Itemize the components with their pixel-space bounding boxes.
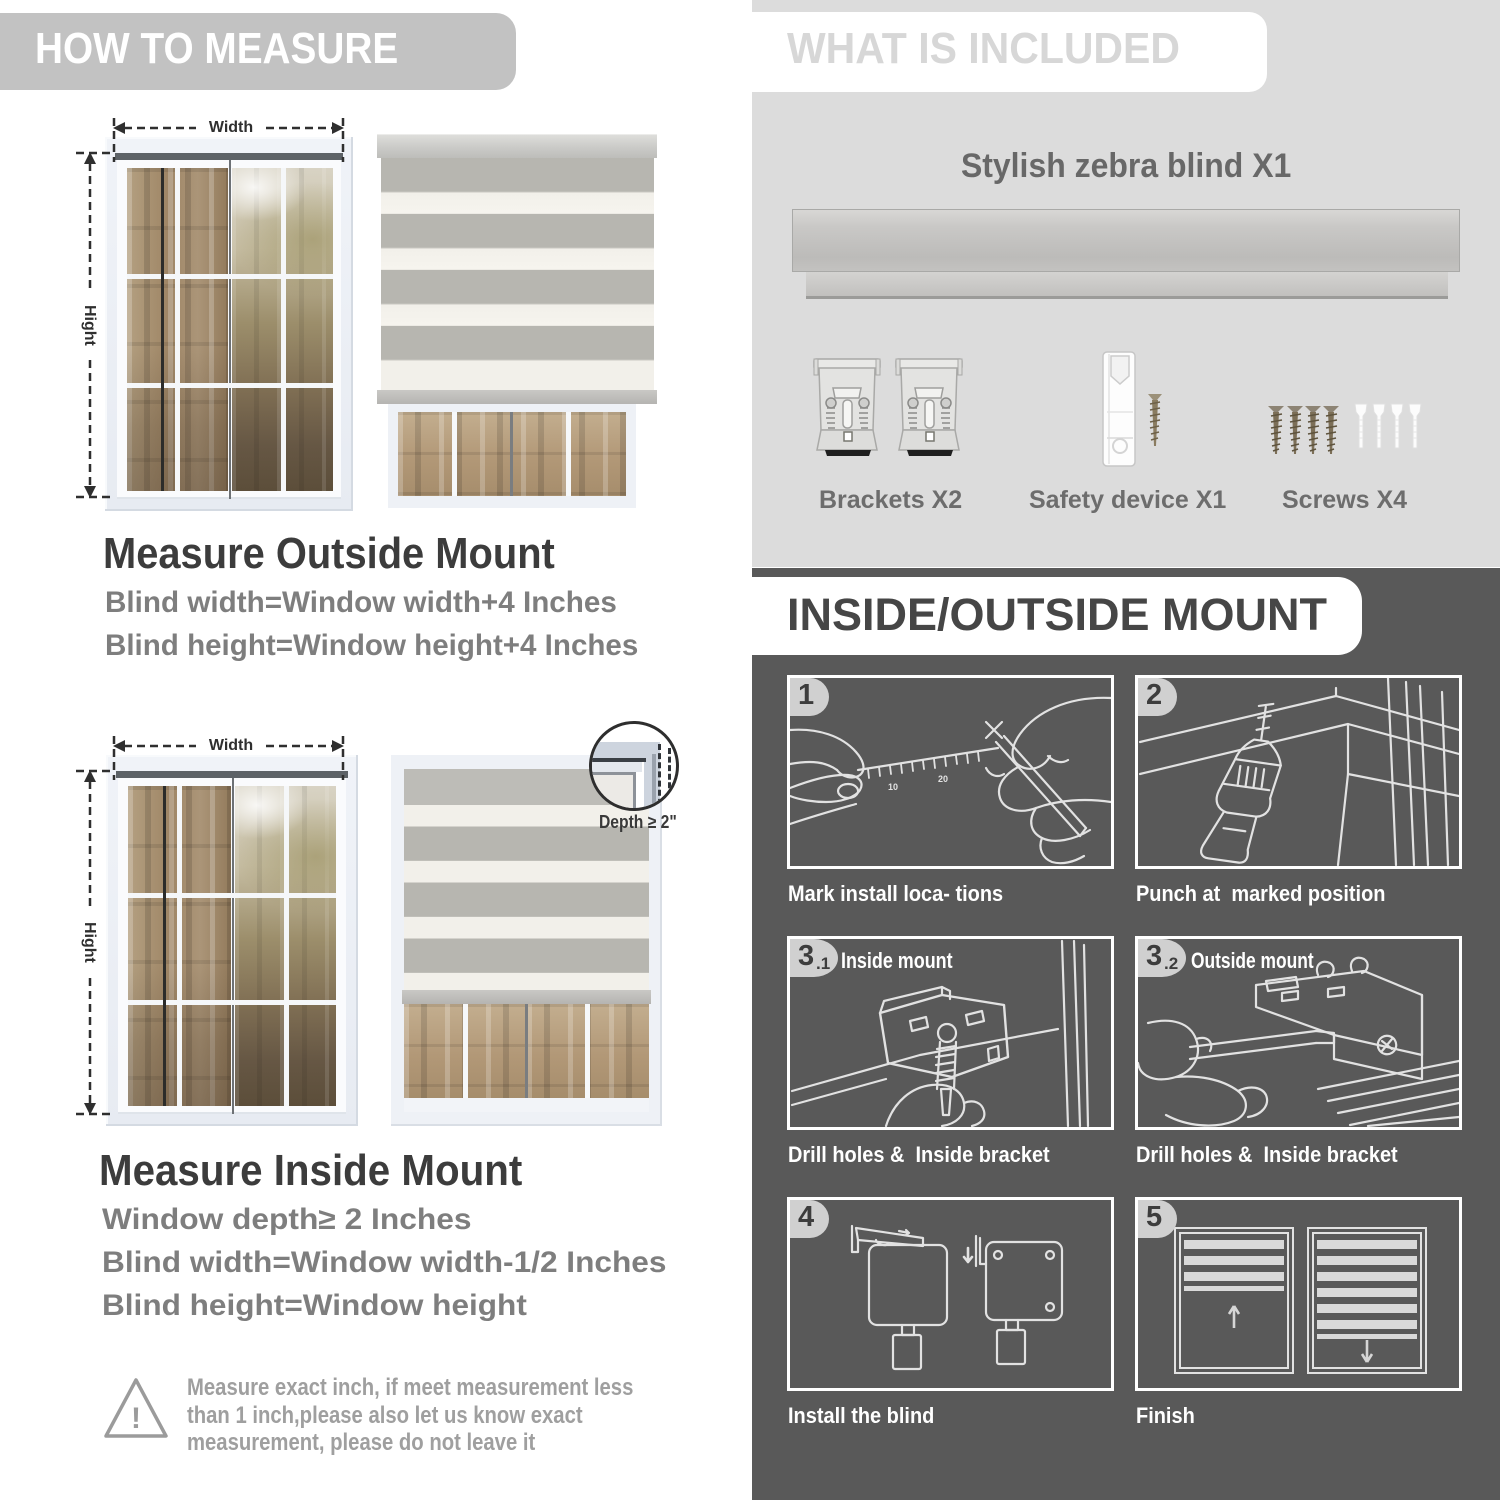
svg-text:!: !	[131, 1402, 141, 1435]
svg-text:Hight: Hight	[81, 922, 98, 964]
svg-text:Width: Width	[209, 737, 253, 754]
svg-text:10: 10	[888, 782, 898, 792]
svg-text:Width: Width	[209, 119, 253, 136]
svg-text:Hight: Hight	[81, 305, 98, 347]
svg-text:20: 20	[938, 774, 948, 784]
